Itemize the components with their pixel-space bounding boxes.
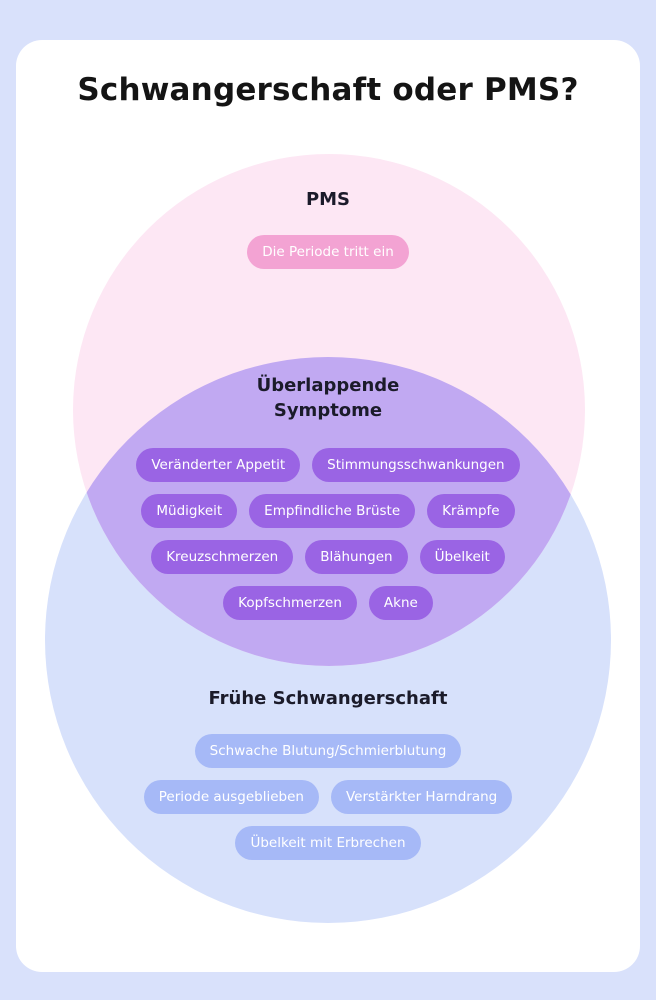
overlap-label-line2: Symptome: [273, 400, 383, 421]
symptom-pill: Periode ausgeblieben: [143, 780, 319, 814]
overlap-row-4: Kopfschmerzen Akne: [0, 586, 656, 620]
symptom-pill: Kopfschmerzen: [223, 586, 357, 620]
symptom-pill: Stimmungsschwankungen: [312, 448, 520, 482]
overlap-label: Überlappende Symptome: [0, 373, 656, 423]
overlap-row-2: Müdigkeit Empfindliche Brüste Krämpfe: [0, 494, 656, 528]
pms-label: PMS: [305, 189, 351, 210]
symptom-pill: Krämpfe: [427, 494, 515, 528]
symptom-pill: Müdigkeit: [141, 494, 238, 528]
symptom-pill: Veränderter Appetit: [136, 448, 301, 482]
symptom-pill: Verstärkter Harndrang: [330, 780, 513, 814]
page-title: Schwangerschaft oder PMS?: [77, 72, 579, 108]
symptom-pill: Die Periode tritt ein: [247, 235, 409, 269]
overlap-row-1: Veränderter Appetit Stimmungsschwankunge…: [0, 448, 656, 482]
symptom-pill: Schwache Blutung/Schmierblutung: [194, 734, 462, 768]
overlap-row-3: Kreuzschmerzen Blähungen Übelkeit: [0, 540, 656, 574]
overlap-label-line1: Überlappende: [256, 375, 400, 396]
symptom-pill: Übelkeit: [419, 540, 505, 574]
symptom-pill: Akne: [368, 586, 433, 620]
symptom-pill: Übelkeit mit Erbrechen: [235, 826, 421, 860]
pregnancy-row-1: Schwache Blutung/Schmierblutung: [0, 734, 656, 768]
symptom-pill: Blähungen: [305, 540, 408, 574]
pregnancy-row-3: Übelkeit mit Erbrechen: [0, 826, 656, 860]
pregnancy-label: Frühe Schwangerschaft: [208, 688, 448, 709]
pms-symptom-row: Die Periode tritt ein: [0, 235, 656, 269]
symptom-pill: Kreuzschmerzen: [151, 540, 294, 574]
pregnancy-row-2: Periode ausgeblieben Verstärkter Harndra…: [0, 780, 656, 814]
symptom-pill: Empfindliche Brüste: [249, 494, 416, 528]
